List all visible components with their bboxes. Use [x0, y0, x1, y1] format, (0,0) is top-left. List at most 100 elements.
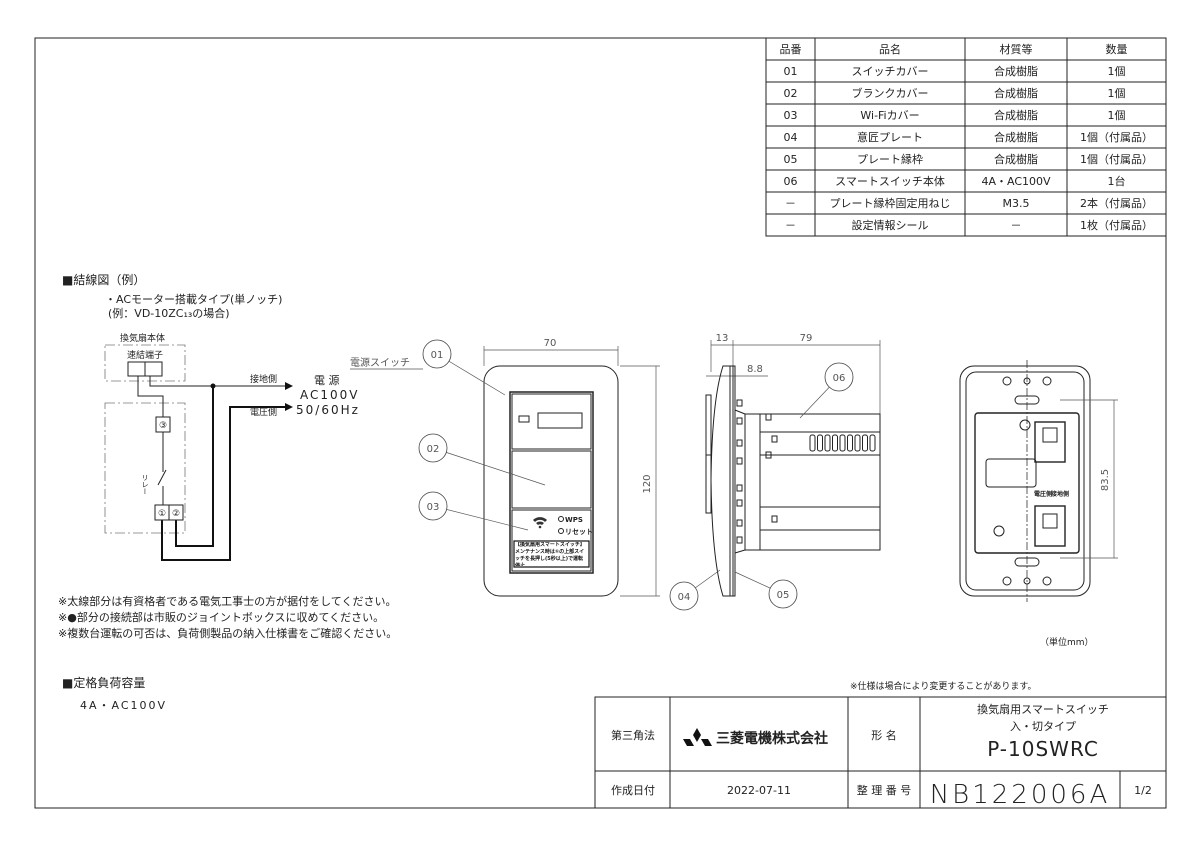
power-label: 電 源 [314, 373, 340, 387]
relay-contact [157, 469, 167, 486]
table-cell: － [785, 197, 796, 210]
callout-label: 04 [678, 592, 691, 603]
table-cell: 2本（付属品） [1080, 196, 1153, 210]
unit-label: （単位mm） [1040, 636, 1094, 648]
switch-frame [509, 391, 594, 574]
date-label: 作成日付 [611, 784, 655, 797]
callout-circle [824, 362, 854, 392]
company-name: 三菱電機株式会社 [716, 730, 828, 747]
rating-title: ■定格負荷容量 [62, 675, 145, 690]
dim-width: 70 [544, 338, 557, 349]
product-type: 入・切タイプ [1010, 720, 1076, 733]
quick-terminal [127, 361, 146, 377]
callouts: 01 02 03 04 05 06 [418, 339, 854, 611]
table-cell: 意匠プレート [857, 130, 923, 144]
table-cell: 06 [784, 175, 798, 188]
table-cell: 1個 [1108, 87, 1126, 100]
note: ※●部分の接続部は市販のジョイントボックスに収めてください。 [58, 610, 384, 624]
product-name: 換気扇用スマートスイッチ [977, 702, 1109, 716]
table-cell: － [785, 219, 796, 232]
arrow-icon [285, 403, 293, 411]
dim-depth-front: 13 [716, 333, 729, 344]
callout-circle [669, 581, 699, 611]
callout-label: 01 [431, 350, 444, 361]
table-cell: 03 [784, 109, 798, 122]
terminal-3-label: ③ [159, 421, 167, 431]
table-cell: 合成樹脂 [994, 64, 1038, 78]
arrow-icon [285, 382, 293, 390]
table-cell: Wi-Fiカバー [860, 109, 919, 122]
power-voltage: AC100V [300, 388, 360, 402]
model-label: 形 名 [871, 728, 897, 742]
table-cell: 合成樹脂 [994, 108, 1038, 122]
terminal-2-label: ② [172, 509, 180, 519]
fan-body-label: 換気扇本体 [120, 332, 165, 344]
model-number: P-10SWRC [987, 737, 1099, 761]
relay-label: リレー [141, 474, 149, 495]
table-cell: 1個 [1108, 65, 1126, 78]
switch-cover[interactable] [511, 393, 592, 450]
wps-button[interactable] [558, 516, 564, 522]
sticker-text: 【換気扇用スマートスイッチ】メンテナンス時は①の上部スイッチを長押し(5秒以上)… [515, 542, 585, 566]
sticker [513, 540, 590, 568]
callout-label: 02 [427, 444, 440, 455]
table-cell: 04 [784, 131, 798, 144]
screw-icon [1019, 419, 1031, 431]
table-header: 品番 [780, 43, 802, 56]
back-view: 電圧側 接地側 83.5 [959, 360, 1118, 602]
table-cell: スマートスイッチ本体 [835, 174, 945, 188]
table-cell: ブランクカバー [852, 86, 929, 100]
table-cell: プレート縁枠固定用ねじ [830, 196, 951, 210]
hooks [736, 399, 778, 544]
callout-label: 06 [833, 373, 846, 384]
wire [137, 376, 164, 417]
wiring-title: ■結線図（例） [62, 272, 145, 287]
table-cell: 合成樹脂 [994, 152, 1038, 166]
dim-height: 120 [642, 474, 653, 493]
table-cell: 1個（付属品） [1080, 131, 1153, 144]
table-cell: － [1011, 219, 1022, 232]
dim-depth-body: 79 [800, 333, 813, 344]
plate-back [959, 365, 1091, 597]
callout-circle [418, 433, 448, 463]
spec-note: ※仕様は場合により変更することがあります。 [850, 680, 1036, 692]
switch-box [104, 402, 186, 534]
quick-terminal [144, 361, 163, 377]
front-view: 電源スイッチ 70 120 WPS リセット 【換気扇用スマートスイッチ】メンテ… [350, 338, 660, 597]
table-cell: 02 [784, 87, 798, 100]
table-cell: 4A・AC100V [981, 175, 1051, 188]
table-cell: 1台 [1108, 174, 1126, 188]
rating-value: 4A・AC100V [80, 699, 167, 712]
table-cell: 合成樹脂 [994, 86, 1038, 100]
wiring-diagram: ■結線図（例） ・ACモーター搭載タイプ(単ノッチ) (例：VD-10ZC₁₃の… [62, 272, 360, 561]
table-header: 品名 [879, 42, 901, 56]
table-cell: 設定情報シール [852, 218, 929, 232]
back-ground-label: 接地側 [1050, 490, 1069, 498]
dim-pitch: 83.5 [1100, 469, 1111, 491]
callout-label: 05 [777, 590, 790, 601]
voltage-side-label: 電圧側 [250, 406, 277, 418]
table-cell: 05 [784, 153, 798, 166]
side-view: 13 79 8.8 [705, 333, 881, 597]
note: ※複数台運転の可否は、負荷側製品の納入仕様書をご確認ください。 [58, 626, 397, 640]
wiring-example: (例：VD-10ZC₁₃の場合) [108, 306, 230, 320]
callout-circle [418, 491, 448, 521]
table-header: 材質等 [1000, 42, 1033, 56]
table-header: 数量 [1106, 43, 1128, 56]
wifi-cover [511, 509, 592, 572]
page-number: 1/2 [1134, 784, 1152, 797]
callout-label: 03 [427, 502, 440, 513]
back-voltage-label: 電圧側 [1034, 490, 1052, 498]
reset-button[interactable] [558, 528, 564, 534]
mitsubishi-logo-icon [683, 728, 712, 746]
terminal-1-label: ① [158, 509, 166, 519]
table-cell: 1個 [1108, 109, 1126, 122]
wps-label: WPS [565, 516, 583, 524]
table-cell: M3.5 [1003, 197, 1030, 210]
ground-side-label: 接地側 [250, 373, 277, 385]
screw-icon [993, 525, 1005, 537]
wifi-icon [533, 517, 547, 529]
table-cell: プレート縁枠 [857, 152, 923, 166]
